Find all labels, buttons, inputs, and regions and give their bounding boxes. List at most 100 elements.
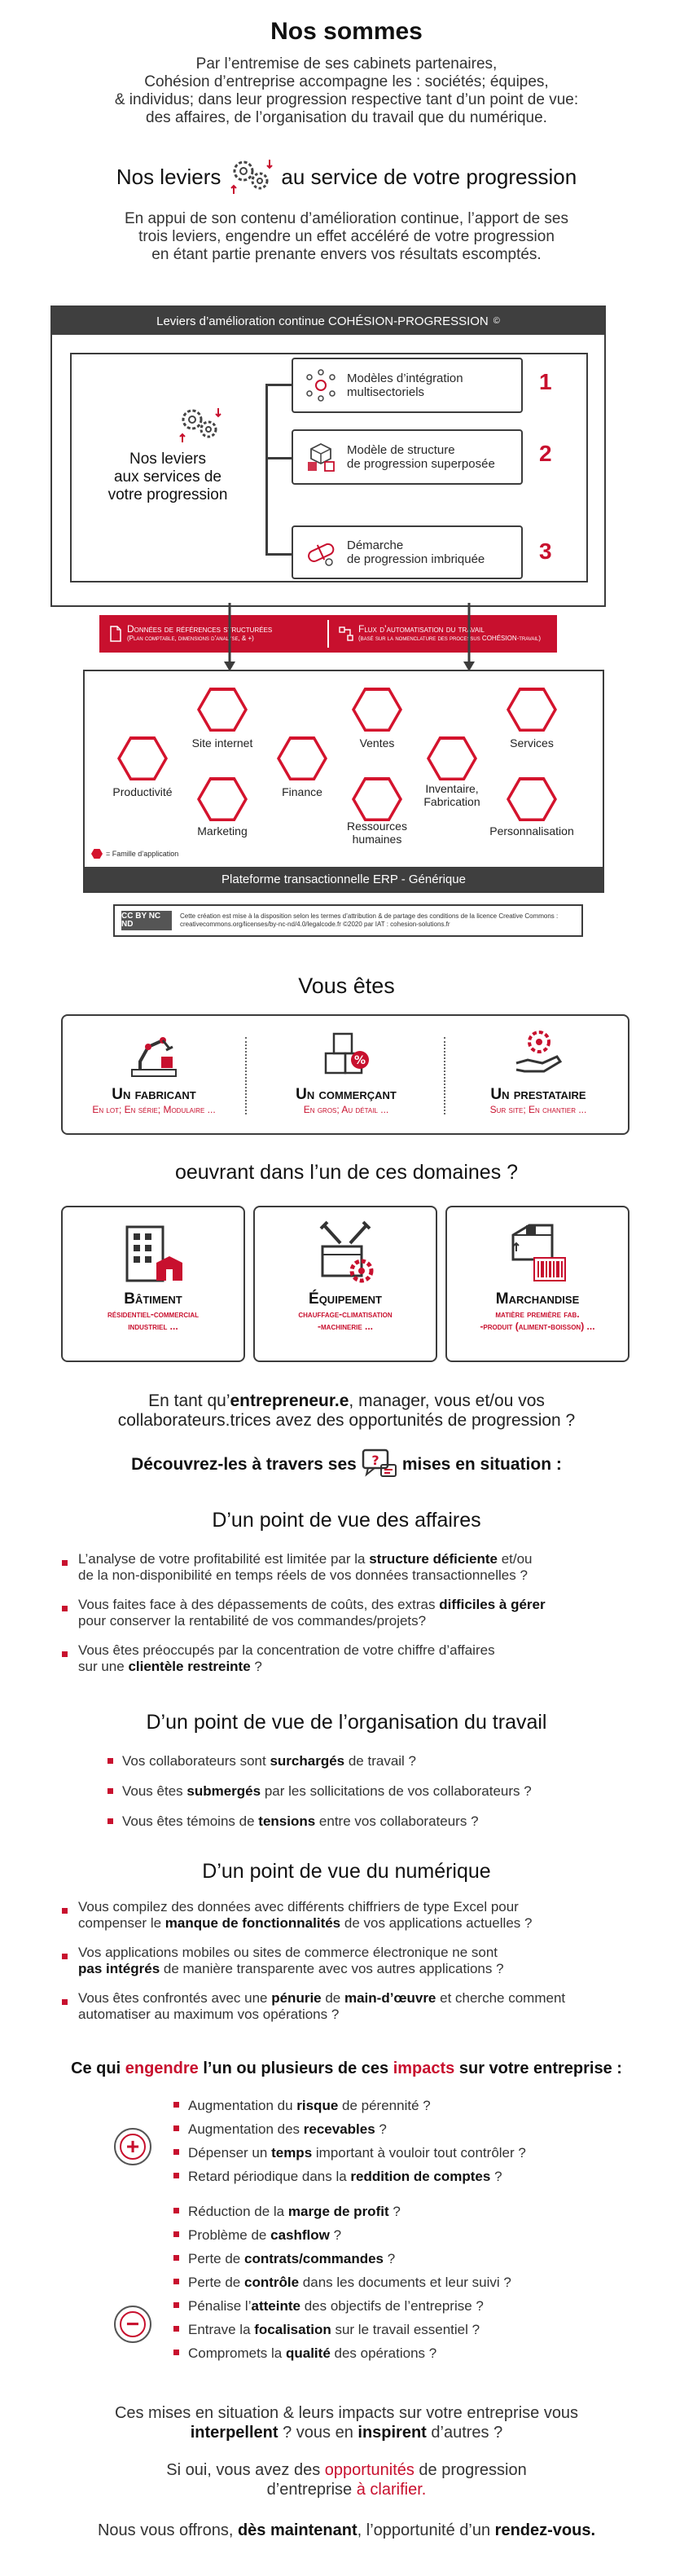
boxes-percent-icon: %	[324, 1032, 369, 1075]
lever-card-1[interactable]: Modèles d’intégration multisectoriels	[292, 358, 523, 413]
copyright-mark: ©	[493, 316, 500, 326]
minus-icon: −	[114, 2306, 151, 2343]
diagram-header: Leviers d’amélioration continue COHÉSION…	[52, 307, 604, 335]
app-family-hexagon	[427, 736, 477, 780]
list-item: Pénalise l’atteinte des objectifs de l’e…	[173, 2294, 644, 2318]
closing-section: Ces mises en situation & leurs impacts s…	[0, 2403, 693, 2540]
list-item: Vous êtes témoins de tensions entre vos …	[107, 1810, 627, 1832]
module-label[interactable]: Finance	[282, 785, 322, 798]
lever-number: 3	[539, 538, 552, 564]
list-item: Vous faites face à des dépassements de c…	[62, 1597, 640, 1629]
profile-prestataire[interactable]: Un prestataire Sur site; En chantier ...	[447, 1024, 629, 1115]
levers-box: Nos leviers aux services de votre progre…	[70, 353, 588, 582]
domain-equipement[interactable]: Équipement chauffage-climatisation -mach…	[253, 1206, 437, 1362]
module-label[interactable]: Inventaire, Fabrication	[423, 782, 480, 808]
app-family-hexagon	[197, 777, 248, 821]
workflow-icon	[339, 626, 353, 641]
list-item: Vous êtes submergés par les sollicitatio…	[107, 1780, 627, 1802]
app-family-hexagon	[197, 688, 248, 732]
connector-line	[265, 457, 293, 459]
rendez-vous-cta[interactable]: Nous vous offrons, dès maintenant, l’opp…	[97, 2521, 596, 2539]
list-item: Vous êtes confrontés avec une pénurie de…	[62, 1990, 648, 2023]
lever-number: 1	[539, 369, 552, 394]
list-item: Réduction de la marge de profit ?	[173, 2200, 644, 2223]
intro-text: Par l’entremise de ses cabinets partenai…	[114, 55, 579, 126]
domain-marchandise[interactable]: Marchandise matière première fab. -produ…	[445, 1206, 629, 1362]
erp-platform: Site internet Ventes Services Productivi…	[83, 670, 604, 893]
package-barcode-icon	[511, 1224, 566, 1281]
connector-line	[265, 553, 293, 556]
lever-card-2[interactable]: Modèle de structure de progression super…	[292, 429, 523, 485]
gears-icon	[179, 408, 221, 442]
list-item: Retard périodique dans la reddition de c…	[173, 2165, 644, 2188]
affaires-section: D’un point de vue des affaires L’analyse…	[0, 1509, 693, 1674]
list-item: L’analyse de votre profitabilité est lim…	[62, 1551, 640, 1584]
leviers-heading: Nos leviers au service de votre progress…	[0, 156, 693, 264]
data-flows-bar: Données de références structurées (Plan …	[99, 615, 557, 653]
intro-section: Nos sommes Par l’entremise de ses cabine…	[0, 18, 693, 127]
speech-bubble-icon: ?	[362, 1448, 397, 1477]
capsule-icon	[308, 543, 335, 566]
vous-etes-title: Vous êtes	[298, 974, 395, 998]
building-icon	[125, 1225, 182, 1282]
list-item: Vos collaborateurs sont surchargés de tr…	[107, 1750, 627, 1772]
module-label[interactable]: Productivité	[112, 785, 173, 798]
impacts-section: Ce qui engendre l’un ou plusieurs de ces…	[0, 2059, 693, 2361]
list-item: Perte de contrats/commandes ?	[173, 2247, 644, 2270]
toolbox-icon	[319, 1220, 374, 1283]
domaines-title: oeuvrant dans l’un de ces domaines ?	[174, 1161, 519, 1184]
app-family-hexagon	[507, 688, 557, 732]
list-item: Augmentation des recevables ?	[173, 2117, 644, 2141]
module-label[interactable]: Services	[510, 736, 554, 750]
plus-icon: +	[114, 2128, 151, 2165]
organisation-section: D’un point de vue de l’organisation du t…	[0, 1711, 693, 1829]
document-icon	[110, 626, 121, 642]
module-label[interactable]: Site internet	[191, 736, 253, 750]
domain-batiment[interactable]: Bâtiment résidentiel-commercial industri…	[61, 1206, 245, 1362]
lever-card-3[interactable]: Démarche de progression imbriquée	[292, 525, 523, 579]
app-family-hexagon	[277, 736, 327, 780]
gears-icon	[230, 160, 274, 194]
numerique-section: D’un point de vue du numérique Vous comp…	[0, 1860, 693, 2022]
leviers-diagram: Leviers d’amélioration continue COHÉSION…	[50, 306, 606, 607]
module-label[interactable]: Ventes	[359, 736, 395, 750]
app-family-hexagon	[117, 736, 168, 780]
arrow-down-icon	[463, 603, 475, 671]
profiles-card: Un fabricant En lot; En série; Modulaire…	[61, 1014, 629, 1135]
module-label[interactable]: Ressources humaines	[347, 820, 407, 846]
profile-fabricant[interactable]: Un fabricant En lot; En série; Modulaire…	[63, 1024, 245, 1115]
list-item: Vous compilez des données avec différent…	[62, 1899, 648, 1932]
list-item: Dépenser un temps important à vouloir to…	[173, 2141, 644, 2165]
list-item: Perte de contrôle dans les documents et …	[173, 2270, 644, 2294]
lever-number: 2	[539, 441, 552, 466]
creative-commons-icon: CC BY NC ND	[121, 911, 172, 930]
intro-title: Nos sommes	[270, 18, 423, 45]
leviers-text: En appui de son contenu d’amélioration c…	[124, 210, 569, 263]
legend: = Famille d’application	[91, 849, 178, 859]
license-box: CC BY NC ND Cette création est mise à la…	[113, 904, 583, 937]
list-item: Entrave la focalisation sur le travail e…	[173, 2318, 644, 2341]
list-item: Vous êtes préoccupés par la concentratio…	[62, 1642, 640, 1675]
connector-line	[265, 384, 293, 386]
list-item: Compromets la qualité des opérations ?	[173, 2341, 644, 2365]
erp-footer: Plateforme transactionnelle ERP - Généri…	[85, 867, 603, 891]
network-icon	[306, 369, 336, 402]
question-block: En tant qu’entrepreneur.e, manager, vous…	[0, 1391, 693, 1481]
robot-arm-icon	[131, 1037, 177, 1077]
app-family-hexagon	[352, 777, 402, 821]
profile-commercant[interactable]: % Un commerçant En gros; Au détail ...	[248, 1024, 444, 1115]
connector-line	[265, 384, 268, 555]
arrow-down-icon	[224, 603, 235, 671]
levers-center-title: Nos leviers aux services de votre progre…	[107, 451, 228, 503]
hand-gear-icon	[515, 1031, 563, 1073]
module-label[interactable]: Personnalisation	[489, 824, 574, 837]
app-family-hexagon	[507, 777, 557, 821]
svg-text:?: ?	[371, 1453, 379, 1468]
list-item: Augmentation du risque de pérennité ?	[173, 2094, 644, 2117]
list-item: Vos applications mobiles ou sites de com…	[62, 1945, 648, 1977]
svg-text:%: %	[354, 1054, 366, 1067]
module-label[interactable]: Marketing	[197, 824, 248, 837]
cubes-icon	[308, 442, 335, 472]
list-item: Problème de cashflow ?	[173, 2223, 644, 2247]
app-family-hexagon	[352, 688, 402, 732]
